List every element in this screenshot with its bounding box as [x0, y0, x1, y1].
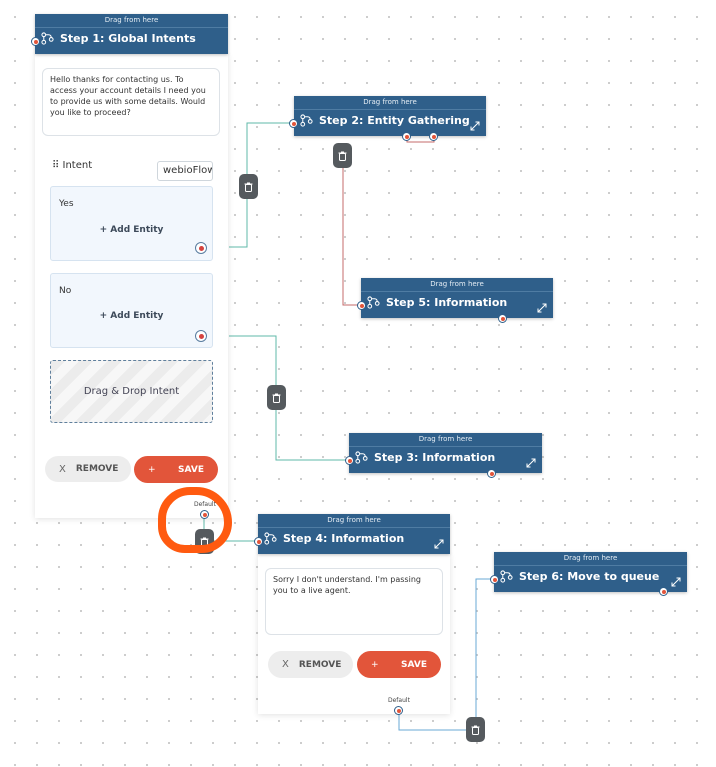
step5-output-port[interactable]: [498, 314, 507, 323]
close-icon: X: [59, 463, 66, 475]
step1-panel: Hello thanks for contacting us. To acces…: [35, 54, 228, 518]
step2-title-row: Step 2: Entity Gathering: [294, 110, 486, 131]
expand-icon[interactable]: [470, 121, 480, 131]
delete-connection-button[interactable]: [466, 717, 485, 742]
step1-node-header[interactable]: Drag from here Step 1: Global Intents: [35, 14, 228, 54]
step1-remove-label: REMOVE: [75, 464, 119, 474]
step5-drag-handle[interactable]: Drag from here: [361, 278, 553, 292]
step6-input-port[interactable]: [490, 575, 499, 584]
step1-remove-button[interactable]: X REMOVE: [45, 456, 131, 482]
step1-drag-handle[interactable]: Drag from here: [35, 14, 228, 28]
plus-icon: +: [148, 464, 156, 475]
trash-icon: [272, 393, 281, 403]
step4-input-port[interactable]: [254, 537, 263, 546]
step1-message-text: Hello thanks for contacting us. To acces…: [50, 75, 206, 117]
step3-output-port[interactable]: [487, 469, 496, 478]
intent-yes-output-port[interactable]: [195, 242, 207, 254]
step1-save-button[interactable]: + SAVE: [134, 456, 218, 483]
step4-title-row: Step 4: Information: [258, 528, 450, 549]
trash-icon: [471, 725, 480, 735]
step3-title: Step 3: Information: [374, 451, 496, 464]
step1-message-box[interactable]: Hello thanks for contacting us. To acces…: [42, 68, 220, 136]
step5-input-port[interactable]: [357, 301, 366, 310]
trash-icon: [244, 182, 253, 192]
step6-title-row: Step 6: Move to queue: [494, 566, 687, 587]
flow-icon: [264, 532, 277, 545]
add-entity-button-no[interactable]: + Add Entity: [99, 311, 164, 321]
flow-icon: [500, 570, 513, 583]
dropzone-label: Drag & Drop Intent: [83, 386, 180, 397]
wire-step2-to-step5: [342, 145, 361, 306]
intent-card-yes[interactable]: Yes + Add Entity: [50, 186, 213, 261]
step3-node[interactable]: Drag from here Step 3: Information: [349, 433, 542, 473]
step6-node[interactable]: Drag from here Step 6: Move to queue: [494, 552, 687, 592]
step4-drag-handle[interactable]: Drag from here: [258, 514, 450, 528]
step4-save-label: SAVE: [401, 659, 427, 670]
step4-save-button[interactable]: + SAVE: [357, 651, 441, 678]
step5-title: Step 5: Information: [386, 296, 508, 309]
expand-icon[interactable]: [526, 458, 536, 468]
step2-title: Step 2: Entity Gathering: [319, 114, 470, 127]
intent-label: ⠿ Intent: [52, 160, 93, 171]
step4-panel: Sorry I don't understand. I'm passing yo…: [258, 554, 450, 714]
intent-no-output-port[interactable]: [195, 330, 207, 342]
drag-drop-intent-zone[interactable]: Drag & Drop Intent: [50, 360, 213, 423]
step5-node[interactable]: Drag from here Step 5: Information: [361, 278, 553, 318]
delete-connection-button[interactable]: [239, 174, 258, 199]
step4-title: Step 4: Information: [283, 532, 405, 545]
step2-node[interactable]: Drag from here Step 2: Entity Gathering: [294, 96, 486, 136]
step3-input-port[interactable]: [345, 456, 354, 465]
step2-drag-handle[interactable]: Drag from here: [294, 96, 486, 110]
step6-output-port[interactable]: [659, 587, 668, 596]
intent-name-yes: Yes: [59, 199, 74, 209]
step4-node-header[interactable]: Drag from here Step 4: Information: [258, 514, 450, 554]
step4-message-text: Sorry I don't understand. I'm passing yo…: [273, 575, 421, 595]
flow-icon: [300, 114, 313, 127]
wire-no-to-step3: [229, 335, 349, 461]
step2-output-port-1[interactable]: [402, 132, 411, 141]
plus-icon: +: [371, 659, 379, 670]
delete-connection-button[interactable]: [333, 143, 352, 168]
flow-icon: [355, 451, 368, 464]
delete-connection-button[interactable]: [267, 385, 286, 410]
highlight-annotation: [158, 487, 232, 553]
step3-drag-handle[interactable]: Drag from here: [349, 433, 542, 447]
expand-icon[interactable]: [434, 539, 444, 549]
flow-icon: [41, 32, 54, 45]
add-entity-button-yes[interactable]: + Add Entity: [99, 225, 164, 235]
step6-drag-handle[interactable]: Drag from here: [494, 552, 687, 566]
expand-icon[interactable]: [671, 577, 681, 587]
step2-output-port-2[interactable]: [429, 132, 438, 141]
step6-title: Step 6: Move to queue: [519, 570, 660, 583]
step1-title: Step 1: Global Intents: [60, 32, 196, 45]
step4-default-label: Default: [388, 697, 410, 704]
step5-title-row: Step 5: Information: [361, 292, 553, 313]
step4-remove-button[interactable]: X REMOVE: [268, 651, 353, 678]
intent-name-no: No: [59, 286, 72, 296]
step2-input-port[interactable]: [289, 119, 298, 128]
trash-icon: [338, 151, 347, 161]
flow-icon: [367, 296, 380, 309]
step3-title-row: Step 3: Information: [349, 447, 542, 468]
step4-default-output-port[interactable]: [394, 706, 403, 715]
step4-message-box[interactable]: Sorry I don't understand. I'm passing yo…: [265, 568, 443, 635]
intent-card-no[interactable]: No + Add Entity: [50, 273, 213, 348]
close-icon: X: [282, 659, 289, 670]
step1-input-port[interactable]: [31, 37, 40, 46]
flow-name-input[interactable]: webioFlow: [157, 161, 213, 181]
step1-save-label: SAVE: [178, 464, 204, 475]
step4-remove-label: REMOVE: [298, 659, 342, 670]
step1-title-row: Step 1: Global Intents: [35, 28, 228, 49]
expand-icon[interactable]: [537, 303, 547, 313]
